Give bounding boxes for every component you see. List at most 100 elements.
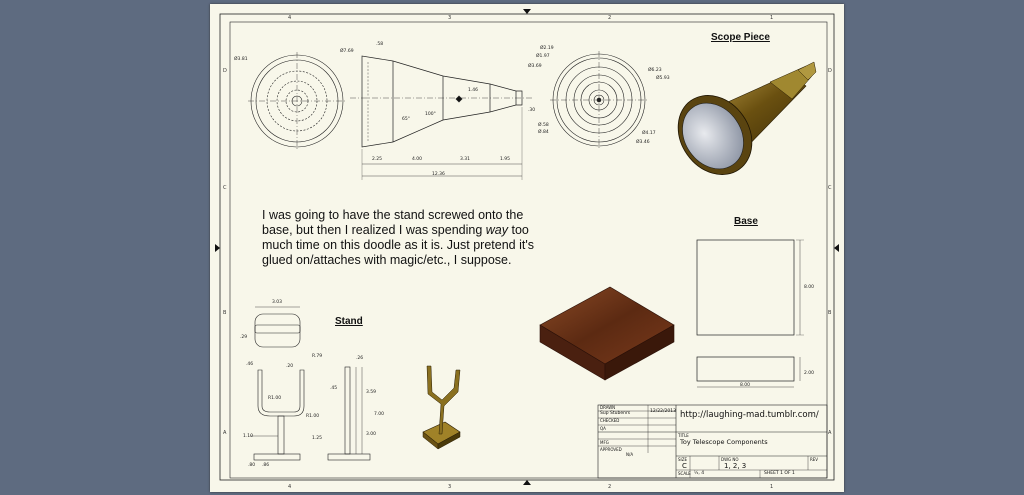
dim-label: 7.00 xyxy=(374,412,385,417)
dim-label: Ø2.19 xyxy=(540,46,554,51)
scope-rear-view xyxy=(550,51,648,149)
drawing-canvas: 4 3 2 1 4 3 2 1 D C B A D C B A xyxy=(215,9,839,490)
dim-label: Ø3.69 xyxy=(528,64,542,69)
scope-3d-render xyxy=(677,61,817,175)
dim-label: 1.46 xyxy=(468,88,479,93)
tb-url: http://laughing-mad.tumblr.com/ xyxy=(680,410,819,420)
col-label: 2 xyxy=(608,15,611,21)
dim-label: .26 xyxy=(356,356,364,361)
dim-label: 3.31 xyxy=(460,157,471,162)
dim-label: 2.00 xyxy=(804,371,815,376)
tb-approved-by: N/A xyxy=(626,452,634,457)
scope-piece-title: Scope Piece xyxy=(711,32,770,43)
dim-label: Ø6.23 xyxy=(648,68,662,73)
tb-qa-label: QA xyxy=(600,426,606,431)
dim-label: Ø3.46 xyxy=(636,140,650,145)
dim-label: .30 xyxy=(528,108,536,113)
row-label: B xyxy=(223,310,227,316)
tb-checked-label: CHECKED xyxy=(600,418,620,423)
col-label: 4 xyxy=(288,15,291,21)
col-label: 3 xyxy=(448,15,451,21)
dim-label: 4.00 xyxy=(412,157,423,162)
dim-label: Ø7.69 xyxy=(340,49,354,54)
row-label: C xyxy=(828,185,832,191)
base-3d-render xyxy=(539,286,675,381)
dim-label: Ø5.93 xyxy=(656,76,670,81)
tb-title-label: TITLE xyxy=(678,433,689,438)
dim-label: 1.95 xyxy=(500,157,511,162)
title-block-grid xyxy=(597,404,828,479)
row-label: A xyxy=(828,430,832,436)
dim-label: Ø1.97 xyxy=(536,54,550,59)
dim-label: .45 xyxy=(330,386,338,391)
base-title: Base xyxy=(734,216,758,227)
col-label: 2 xyxy=(608,484,611,490)
dim-label: R1.00 xyxy=(268,396,282,401)
dim-label: 3.59 xyxy=(366,390,377,395)
dim-label: 3.03 xyxy=(272,300,283,305)
dim-label: 8.00 xyxy=(740,383,751,388)
col-label: 3 xyxy=(448,484,451,490)
dim-label: 1.25 xyxy=(312,436,323,441)
dim-label: R.79 xyxy=(312,354,323,359)
base-front-view xyxy=(696,356,801,388)
stand-title: Stand xyxy=(335,316,363,327)
dim-label: .20 xyxy=(286,364,294,369)
dim-label: .86 xyxy=(262,463,270,468)
inner-border xyxy=(229,21,828,479)
dim-label: Ø.58 xyxy=(538,123,549,128)
stand-side-view xyxy=(327,366,371,461)
dim-label: .80 xyxy=(248,463,256,468)
dim-label: Ø.84 xyxy=(538,130,549,135)
drawing-sheet: 4 3 2 1 4 3 2 1 D C B A D C B A xyxy=(210,4,844,492)
dim-label: 12.36 xyxy=(432,172,445,177)
design-note: I was going to have the stand screwed on… xyxy=(262,208,542,268)
dim-label: 1.10 xyxy=(243,434,254,439)
scope-side-view xyxy=(350,55,532,180)
tb-drawn-label: DRAWN xyxy=(600,405,616,410)
stand-top-view xyxy=(254,306,301,348)
tb-drawn-by: Sup Stubenrs xyxy=(600,411,631,416)
dim-label: .46 xyxy=(246,362,254,367)
stand-front-view xyxy=(250,369,305,461)
border-zone-labels: 4 3 2 1 4 3 2 1 D C B A D C B A xyxy=(223,15,832,490)
dim-label: 3.00 xyxy=(366,432,377,437)
dim-label: 8.00 xyxy=(804,285,815,290)
tb-scale-label: SCALE xyxy=(678,471,691,476)
note-text: I was going to have the stand screwed on… xyxy=(262,208,524,237)
tb-dwg-no: 1, 2, 3 xyxy=(724,462,747,470)
dim-label: R1.00 xyxy=(306,414,320,419)
note-text: too much time on this doodle as it is. J… xyxy=(262,223,534,267)
tb-dwg-label: DWG NO xyxy=(721,457,739,462)
dim-label: .58 xyxy=(376,42,384,47)
top-center-marker xyxy=(523,9,531,14)
left-center-marker xyxy=(215,244,220,252)
tb-size: C xyxy=(682,462,687,470)
dim-label: 65° xyxy=(402,117,410,122)
tb-scale: ½, 4 xyxy=(694,471,705,476)
col-label: 4 xyxy=(288,484,291,490)
tb-sheet: SHEET 1 OF 1 xyxy=(764,471,795,476)
scope-front-view xyxy=(248,52,346,150)
tb-mfg-label: MFG xyxy=(600,440,609,445)
dim-label: .29 xyxy=(240,335,248,340)
dim-label: Ø3.81 xyxy=(234,57,248,62)
dim-label: Ø4.17 xyxy=(642,131,656,136)
tb-drawn-date: 12/22/2013 xyxy=(650,409,676,414)
row-label: D xyxy=(828,68,832,74)
base-top-view xyxy=(696,239,804,336)
tb-title: Toy Telescope Components xyxy=(680,438,768,446)
right-center-marker xyxy=(834,244,839,252)
row-label: D xyxy=(223,68,227,74)
col-label: 1 xyxy=(770,15,773,21)
col-label: 1 xyxy=(770,484,773,490)
row-label: C xyxy=(223,185,227,191)
dim-label: 2.25 xyxy=(372,157,383,162)
bottom-center-marker xyxy=(523,480,531,485)
dim-label: 100° xyxy=(425,112,436,117)
tb-approved-label: APPROVED xyxy=(600,447,622,452)
note-emphasis: way xyxy=(485,223,508,237)
tb-size-label: SIZE xyxy=(678,457,687,462)
stand-3d-render xyxy=(422,365,461,450)
row-label: B xyxy=(828,310,832,316)
